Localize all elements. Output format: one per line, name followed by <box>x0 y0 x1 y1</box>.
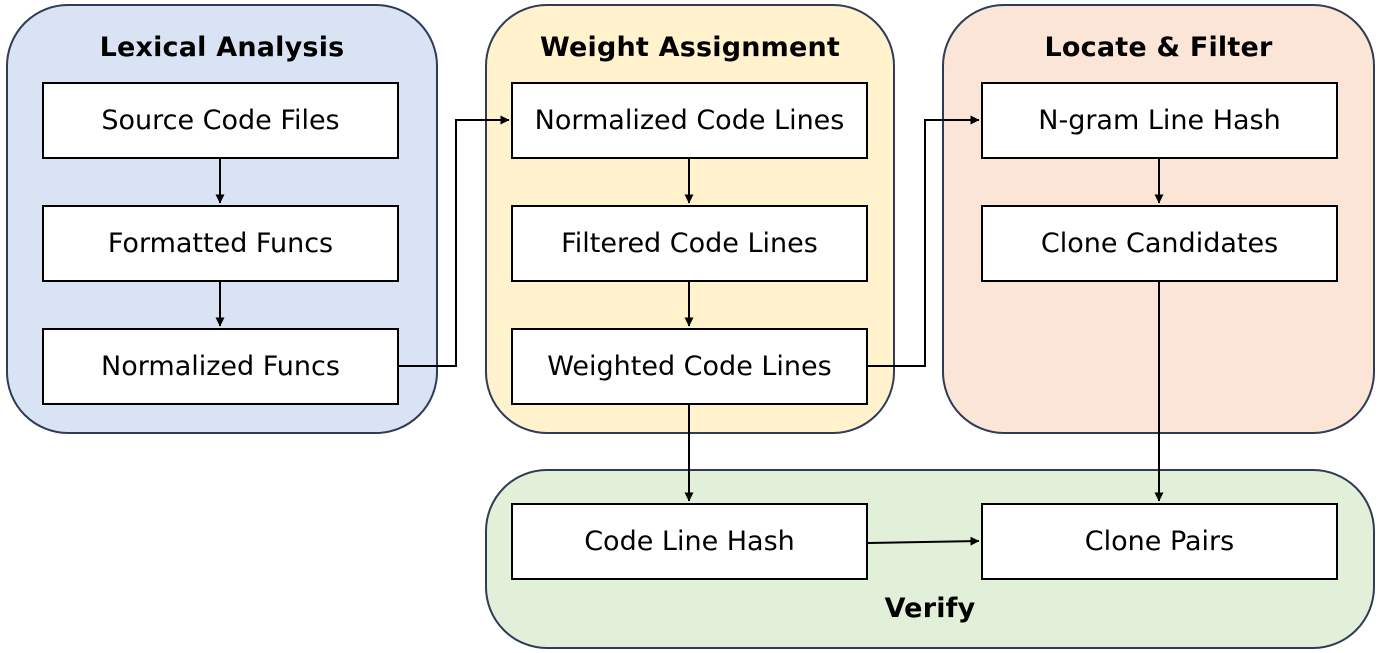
clone-pairs-node: Clone Pairs <box>981 503 1338 580</box>
locate-filter-title: Locate & Filter <box>1044 32 1273 63</box>
source-code-files-node: Source Code Files <box>42 82 399 159</box>
formatted-funcs-node: Formatted Funcs <box>42 205 399 282</box>
filtered-code-lines-node: Filtered Code Lines <box>511 205 868 282</box>
normalized-code-lines-node: Normalized Code Lines <box>511 82 868 159</box>
n-gram-line-hash-node: N-gram Line Hash <box>981 82 1338 159</box>
verify-title: Verify <box>884 593 976 624</box>
normalized-funcs-node: Normalized Funcs <box>42 328 399 405</box>
weight-assignment-title: Weight Assignment <box>539 32 841 63</box>
clone-candidates-node: Clone Candidates <box>981 205 1338 282</box>
weighted-code-lines-node: Weighted Code Lines <box>511 328 868 405</box>
lexical-analysis-title: Lexical Analysis <box>99 32 345 63</box>
code-line-hash-node: Code Line Hash <box>511 503 868 580</box>
